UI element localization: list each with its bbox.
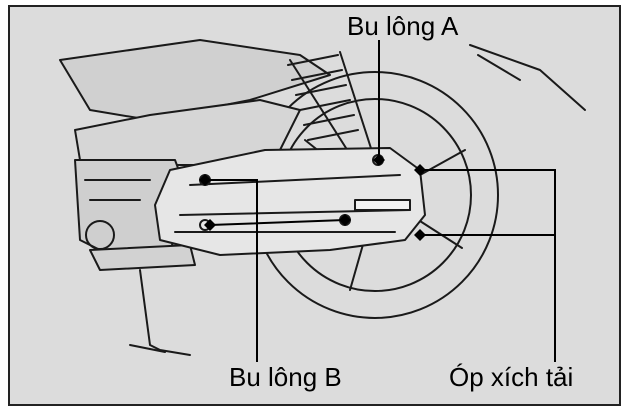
pointer-dot-bolt-a (373, 154, 385, 166)
label-chain-cover: Óp xích tải (449, 362, 574, 392)
leader-line-chain-cover (420, 169, 556, 362)
shock-absorber-spring (287, 54, 359, 141)
chain-adjuster (354, 199, 411, 211)
label-bolt-a: Bu lông A (347, 11, 459, 41)
body-panel (59, 39, 331, 121)
footrest (89, 244, 196, 271)
kickstand (139, 269, 191, 356)
kickstand-foot (129, 344, 166, 353)
rear-fender (469, 44, 586, 111)
pointer-dot-cover-lower (414, 229, 426, 241)
chain-cover-outline (154, 147, 426, 256)
pointer-dot-cover-upper (414, 164, 426, 176)
pointer-dot-bolt-rear (339, 214, 351, 226)
engine-detail (84, 179, 151, 201)
rear-fender-edge (477, 54, 521, 81)
pointer-dot-bolt-b-lower (204, 219, 216, 231)
leader-line-bolt-b (205, 179, 346, 362)
pointer-dot-bolt-b-upper (199, 174, 211, 186)
label-bolt-b: Bu lông B (229, 362, 342, 392)
